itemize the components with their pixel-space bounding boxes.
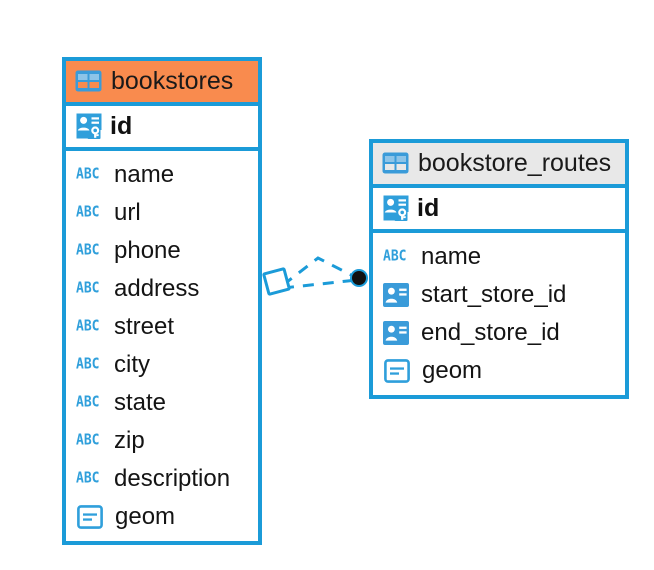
entity-header-bookstore-routes[interactable]: bookstore_routes — [373, 143, 625, 188]
field-label-id: id — [110, 112, 133, 140]
field-row-geom[interactable]: geom — [373, 352, 625, 390]
field-label-geom: geom — [422, 357, 483, 384]
entity-title-bookstore-routes: bookstore_routes — [418, 149, 612, 177]
field-row-address[interactable]: ABC address — [66, 270, 258, 308]
field-list-bookstores: ABC name ABC url ABC phone ABC address A… — [66, 151, 258, 540]
entity-table-bookstores[interactable]: bookstores id ABC — [62, 57, 262, 545]
field-label-zip: zip — [114, 427, 145, 454]
abc-text-icon: ABC — [76, 469, 100, 488]
circle-marker-icon — [350, 269, 368, 287]
diamond-marker-icon — [262, 267, 291, 296]
entity-title-bookstores: bookstores — [111, 67, 234, 95]
abc-text-icon: ABC — [76, 393, 100, 412]
field-row-phone[interactable]: ABC phone — [66, 232, 258, 270]
field-row-end-store-id[interactable]: end_store_id — [373, 314, 625, 352]
entity-header-bookstores[interactable]: bookstores — [66, 61, 258, 106]
field-label-city: city — [114, 351, 150, 378]
field-label-phone: phone — [114, 237, 181, 264]
field-label-description: description — [114, 465, 231, 492]
field-row-name[interactable]: ABC name — [66, 156, 258, 194]
field-row-url[interactable]: ABC url — [66, 194, 258, 232]
field-row-geom[interactable]: geom — [66, 498, 258, 536]
field-label-address: address — [114, 275, 200, 302]
entity-table-bookstore-routes[interactable]: bookstore_routes id ABC — [369, 139, 629, 399]
table-grid-icon — [382, 152, 409, 174]
connector-line-upper — [282, 256, 358, 287]
field-row-street[interactable]: ABC street — [66, 308, 258, 346]
field-label-geom: geom — [115, 503, 176, 530]
abc-text-icon: ABC — [383, 247, 407, 266]
field-list-bookstore-routes: ABC name start_store_id — [373, 233, 625, 394]
primary-key-icon — [382, 194, 410, 222]
abc-text-icon: ABC — [76, 203, 100, 222]
field-label-state: state — [114, 389, 167, 416]
field-row-name[interactable]: ABC name — [373, 238, 625, 276]
field-label-url: url — [114, 199, 141, 226]
foreign-key-icon — [383, 321, 413, 345]
field-label-start-store-id: start_store_id — [421, 281, 567, 308]
geometry-icon — [383, 359, 414, 383]
abc-text-icon: ABC — [76, 241, 100, 260]
abc-text-icon: ABC — [76, 355, 100, 374]
field-row-primary-key[interactable]: id — [373, 188, 625, 233]
abc-text-icon: ABC — [76, 279, 100, 298]
field-row-start-store-id[interactable]: start_store_id — [373, 276, 625, 314]
foreign-key-icon — [383, 283, 413, 307]
field-row-state[interactable]: ABC state — [66, 384, 258, 422]
field-row-city[interactable]: ABC city — [66, 346, 258, 384]
field-label-end-store-id: end_store_id — [421, 319, 560, 346]
field-label-name: name — [421, 243, 482, 270]
field-row-description[interactable]: ABC description — [66, 460, 258, 498]
field-row-zip[interactable]: ABC zip — [66, 422, 258, 460]
abc-text-icon: ABC — [76, 431, 100, 450]
geometry-icon — [76, 505, 107, 529]
connector-line-lower — [282, 278, 358, 290]
abc-text-icon: ABC — [76, 317, 100, 336]
abc-text-icon: ABC — [76, 165, 100, 184]
table-grid-icon — [75, 70, 102, 92]
field-row-primary-key[interactable]: id — [66, 106, 258, 151]
primary-key-icon — [75, 112, 103, 140]
field-label-id: id — [417, 194, 440, 222]
field-label-street: street — [114, 313, 175, 340]
field-label-name: name — [114, 161, 175, 188]
